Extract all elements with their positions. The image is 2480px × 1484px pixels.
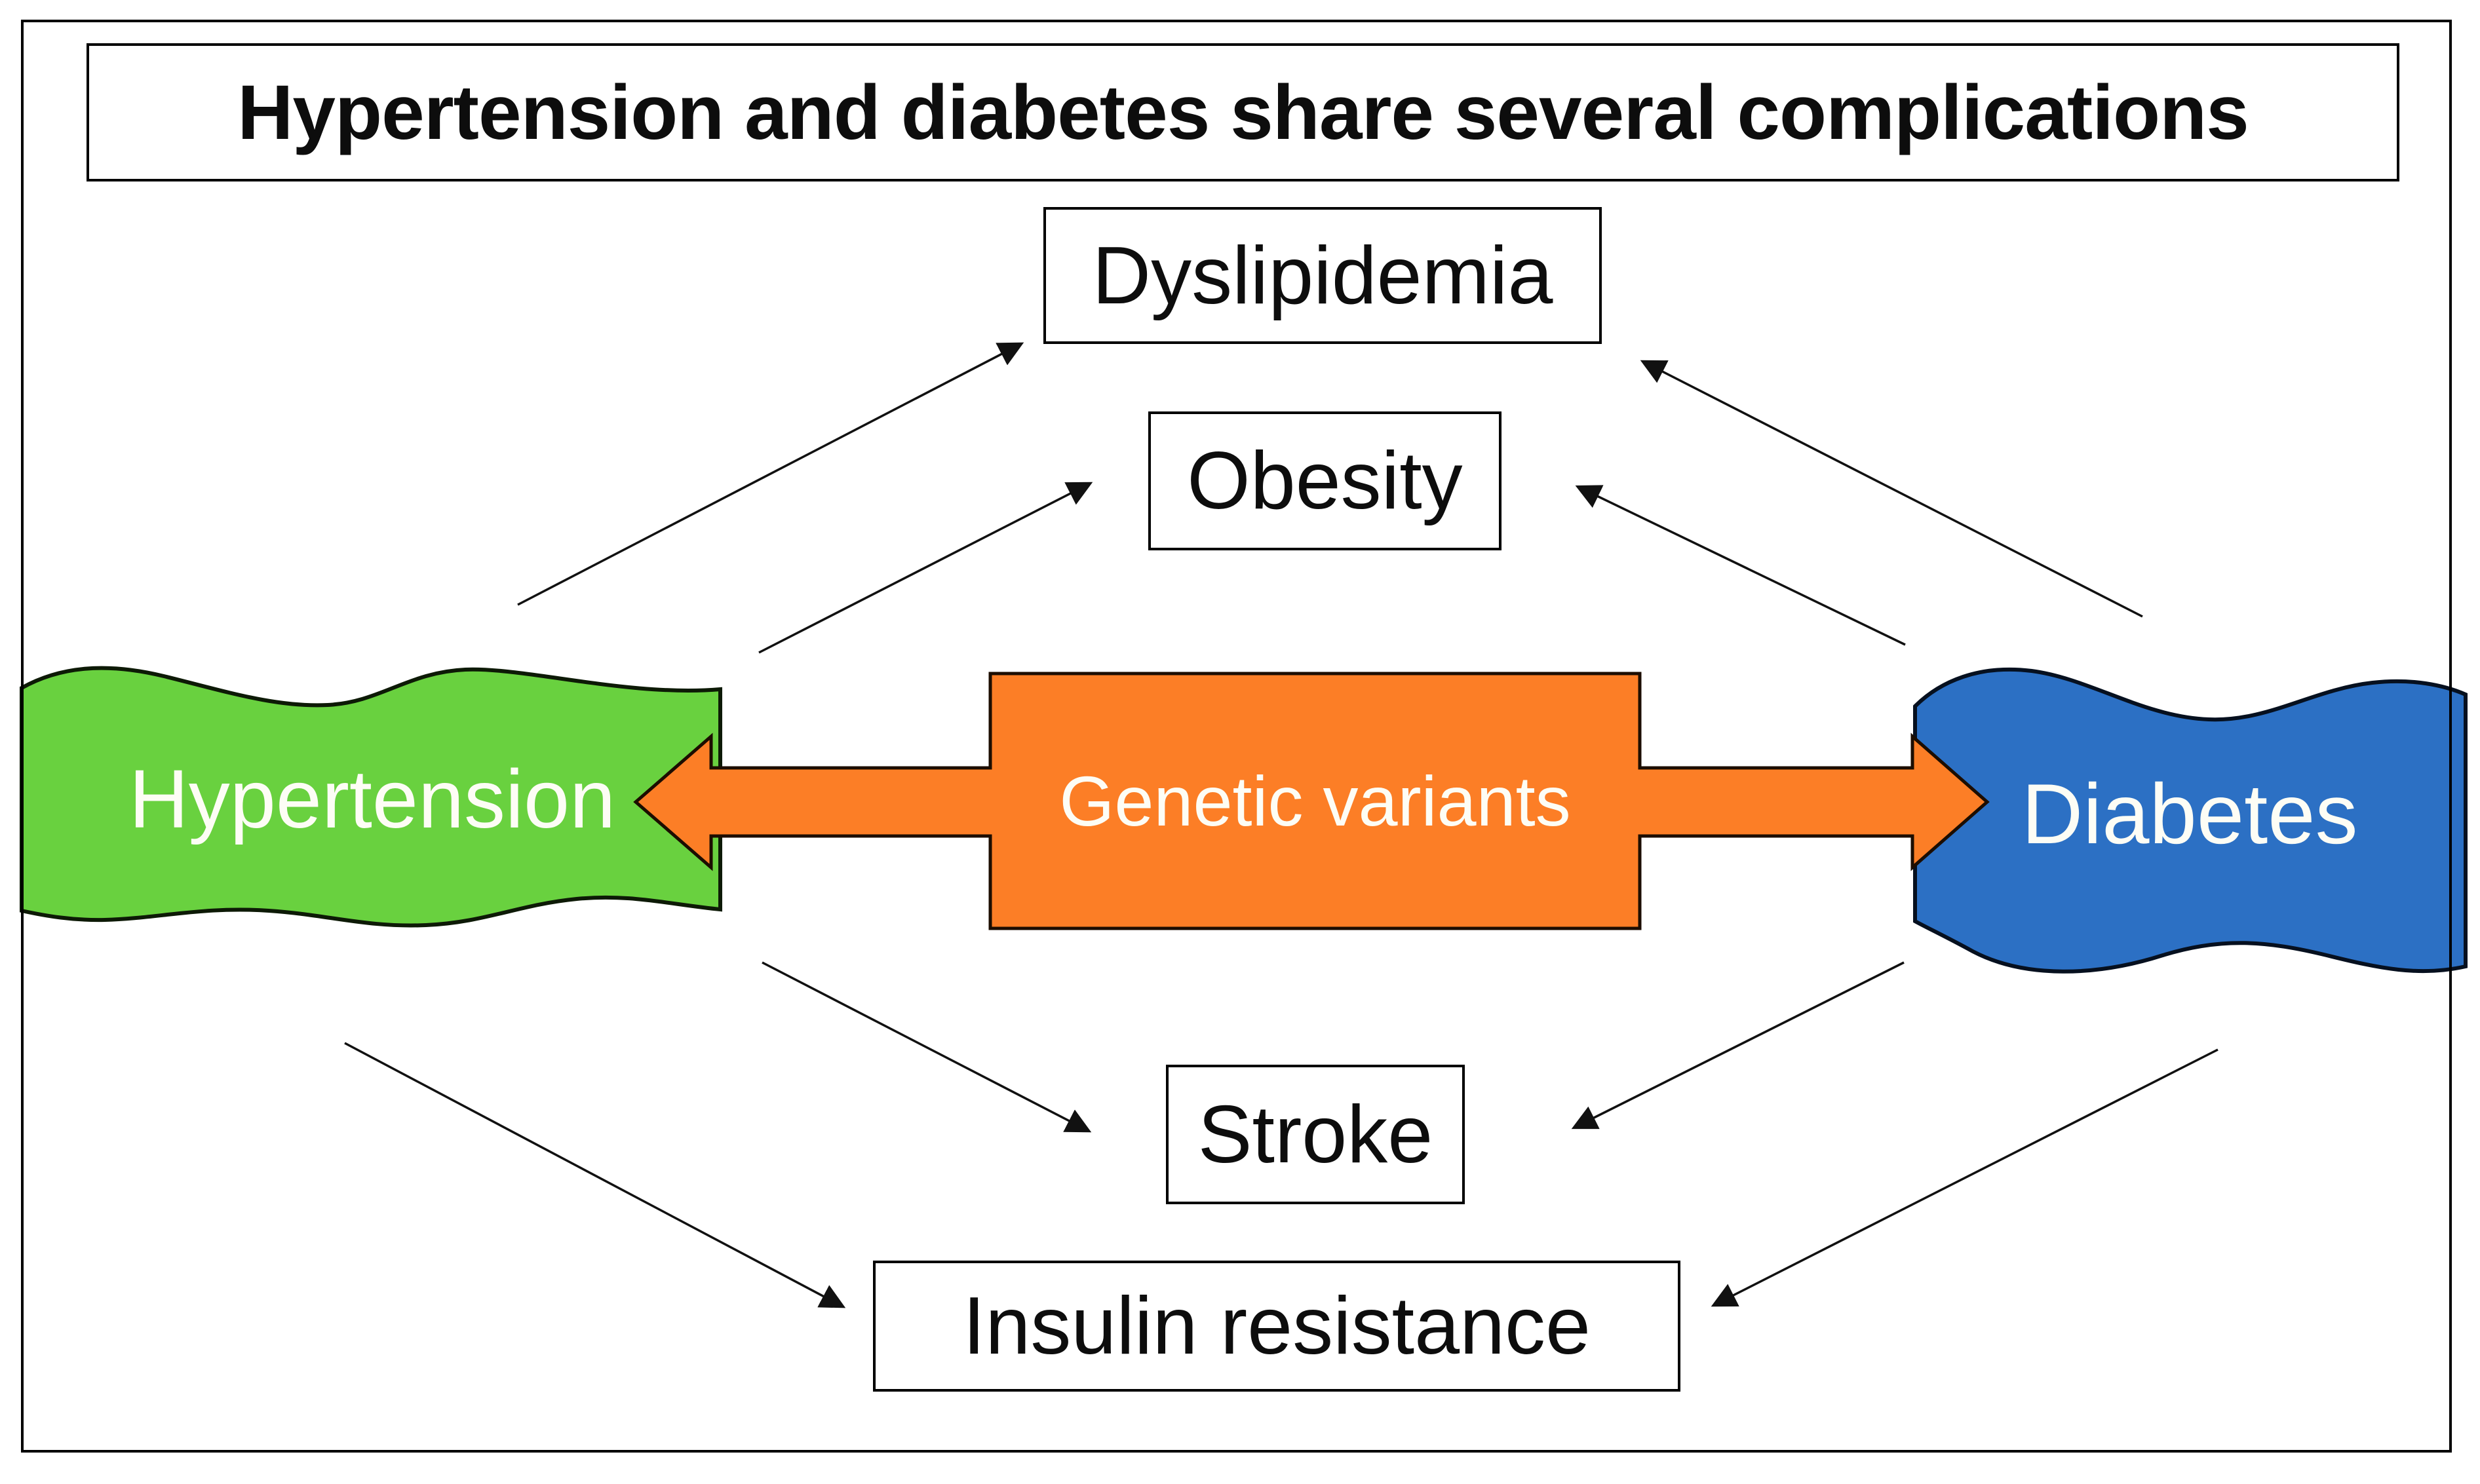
insulin-resistance-box: Insulin resistance: [873, 1261, 1680, 1392]
arrow-hypertension-to-insulin-resistance: [344, 1042, 846, 1308]
stroke-box: Stroke: [1166, 1065, 1465, 1204]
obesity-label: Obesity: [1187, 436, 1463, 526]
insulin-resistance-label: Insulin resistance: [962, 1281, 1591, 1371]
hypertension-shape: [20, 666, 722, 928]
hypertension-label: Hypertension: [128, 753, 616, 845]
dyslipidemia-box: Dyslipidemia: [1043, 207, 1602, 344]
hypertension-shape-label: Hypertension: [24, 734, 721, 865]
genetic-variants-shape-label: Genetic variants: [990, 674, 1640, 928]
arrow-diabetes-to-insulin-resistance: [1711, 1048, 2218, 1307]
stroke-label: Stroke: [1197, 1089, 1433, 1180]
title-box: Hypertension and diabetes share several …: [87, 43, 2399, 181]
genetic-variants-connector: [633, 672, 1990, 930]
arrow-hypertension-to-obesity: [758, 482, 1093, 654]
genetic-variants-label: Genetic variants: [1059, 761, 1571, 841]
arrow-hypertension-to-dyslipidemia: [517, 342, 1024, 606]
dyslipidemia-label: Dyslipidemia: [1092, 230, 1553, 321]
arrow-diabetes-to-obesity: [1575, 485, 1906, 646]
obesity-box: Obesity: [1148, 411, 1502, 550]
arrow-diabetes-to-stroke: [1571, 961, 1905, 1130]
diagram-title: Hypertension and diabetes share several …: [237, 69, 2249, 156]
diabetes-label: Diabetes: [2021, 766, 2358, 862]
diabetes-shape-label: Diabetes: [1915, 748, 2464, 879]
arrow-diabetes-to-dyslipidemia: [1640, 360, 2143, 618]
diabetes-shape: [1913, 667, 2468, 974]
arrow-hypertension-to-stroke: [762, 961, 1092, 1133]
